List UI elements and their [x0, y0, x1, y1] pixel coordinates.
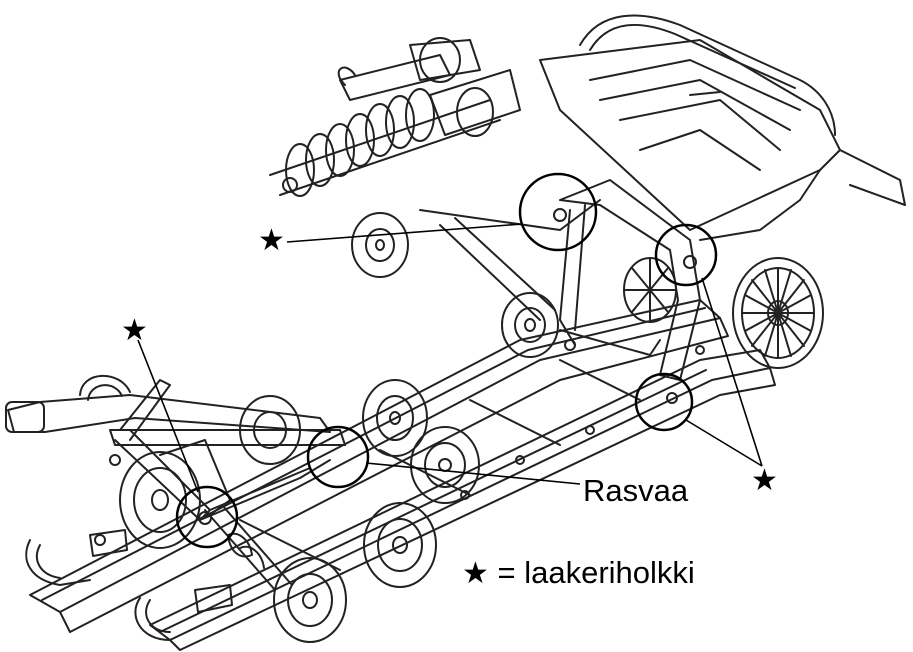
leader-line-grease — [365, 462, 581, 485]
rear-shock — [204, 504, 293, 591]
front-coil-spring — [269, 69, 521, 197]
upper-shock — [337, 37, 481, 101]
legend: ★ = laakeriholkki — [462, 555, 695, 591]
callout-circle-upper-front — [518, 172, 598, 252]
callout-circle-front-arm-bottom — [634, 372, 694, 432]
leader-line-star-1 — [286, 223, 523, 243]
slide-block — [89, 529, 233, 613]
bushing-star-marker: ★ — [121, 313, 148, 348]
bolts — [94, 177, 705, 546]
upper-frame — [539, 14, 906, 241]
leader-line-star-3b — [685, 419, 763, 467]
bushing-star-marker: ★ — [751, 463, 778, 498]
legend-text: = laakeriholkki — [488, 555, 695, 590]
mid-spoked-wheel — [623, 257, 677, 323]
rear-wheel-right — [273, 557, 347, 643]
leader-line-star-3a — [701, 277, 763, 467]
callout-circle-grease-point — [306, 425, 370, 489]
rear-arm — [109, 379, 346, 521]
front-arm — [419, 179, 701, 381]
grease-label: Rasvaa — [583, 473, 689, 508]
front-spoked-wheel — [732, 257, 824, 369]
callout-circle-rear-shock — [175, 485, 239, 549]
rear-bumper — [5, 374, 331, 433]
bushing-star-marker: ★ — [258, 223, 285, 258]
leader-line-star-2 — [137, 339, 199, 493]
rear-tips — [25, 539, 171, 641]
callout-circle-front-arm-top — [654, 223, 718, 287]
legend-star-icon: ★ — [462, 556, 489, 591]
